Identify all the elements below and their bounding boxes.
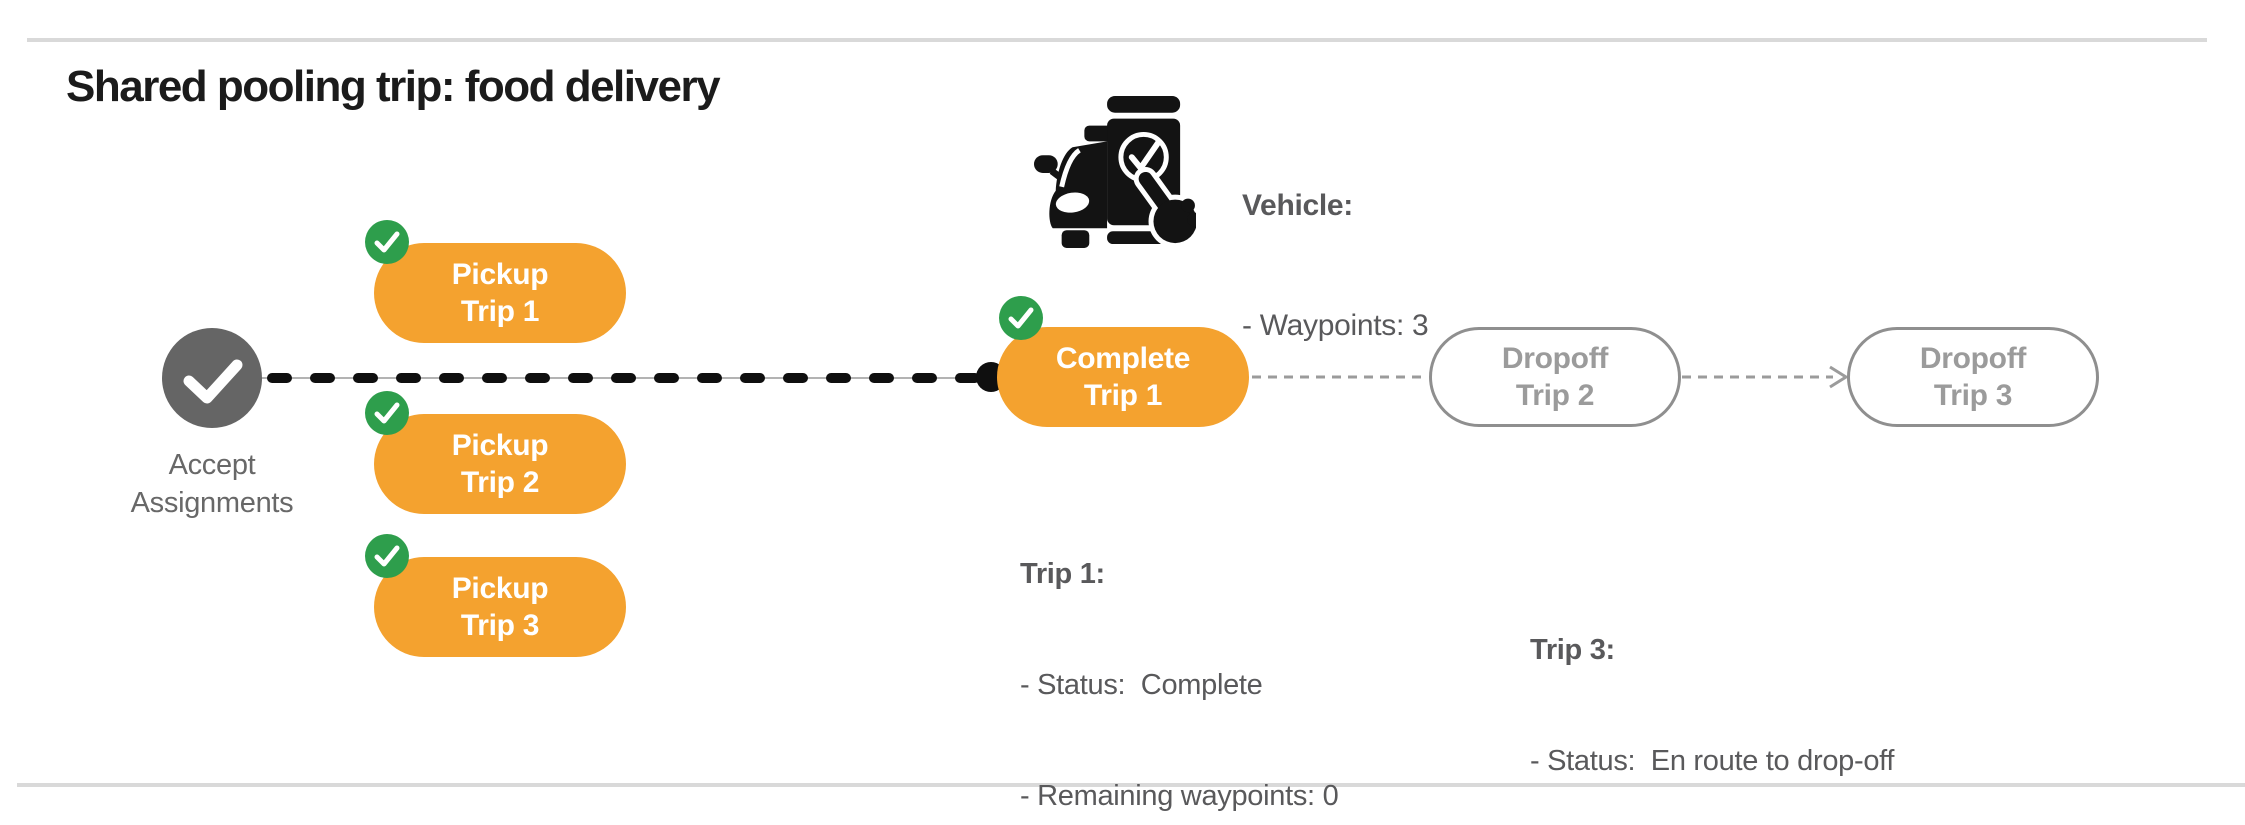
trip-3-status-block: Trip 3: - Status: En route to drop-off -… bbox=[1530, 558, 1894, 825]
page-title: Shared pooling trip: food delivery bbox=[66, 62, 721, 111]
dropoff-trip-3-pill: Dropoff Trip 3 bbox=[1847, 327, 2099, 427]
check-badge-icon bbox=[365, 220, 409, 264]
pickup-trip-3-pill: Pickup Trip 3 bbox=[365, 534, 626, 657]
accept-assignments-node bbox=[162, 328, 262, 428]
trip-1-2-status-block: Trip 1: - Status: Complete - Remaining w… bbox=[1020, 482, 1384, 825]
vehicle-info: Vehicle: - Waypoints: 3 bbox=[1242, 106, 1429, 426]
trip-3-heading: Trip 3: bbox=[1530, 634, 1615, 666]
vehicle-heading: Vehicle: bbox=[1242, 189, 1353, 222]
pickup-trip-2-pill: Pickup Trip 2 bbox=[365, 391, 626, 514]
trip-1-status: - Status: Complete bbox=[1020, 669, 1263, 701]
accept-assignments-label: Accept Assignments bbox=[130, 449, 294, 519]
trip-1-waypoints: - Remaining waypoints: 0 bbox=[1020, 780, 1339, 812]
main-dashed-connector bbox=[262, 373, 992, 383]
dashed-arrow-connector bbox=[1682, 365, 1849, 389]
vehicle-waypoints: - Waypoints: 3 bbox=[1242, 309, 1429, 342]
dropoff-trip-2-pill: Dropoff Trip 2 bbox=[1429, 327, 1681, 427]
car-phone-check-icon bbox=[1028, 92, 1202, 253]
check-badge-icon bbox=[999, 296, 1043, 340]
trip-1-heading: Trip 1: bbox=[1020, 558, 1105, 590]
pickup-trip-1-pill: Pickup Trip 1 bbox=[365, 220, 626, 343]
trip-3-status: - Status: En route to drop-off bbox=[1530, 745, 1895, 777]
complete-trip-1-pill: Complete Trip 1 bbox=[997, 296, 1249, 427]
check-badge-icon bbox=[365, 391, 409, 435]
top-divider bbox=[27, 38, 2207, 42]
bottom-divider bbox=[17, 783, 2245, 787]
dashed-connector bbox=[1252, 375, 1428, 379]
check-icon bbox=[183, 359, 243, 404]
check-badge-icon bbox=[365, 534, 409, 578]
arrow-head-icon bbox=[1829, 365, 1849, 389]
